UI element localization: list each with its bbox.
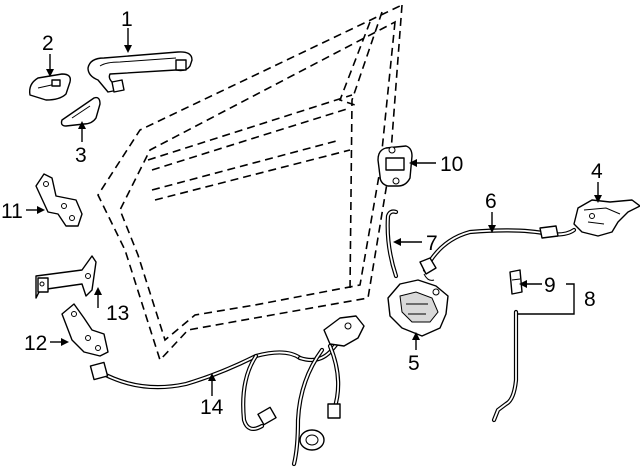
callout-9: 9 — [544, 274, 556, 297]
cable — [419, 225, 577, 281]
arrow-9 — [519, 280, 527, 288]
arrow-14 — [208, 373, 216, 381]
check-link — [35, 255, 97, 299]
arrow-7 — [393, 238, 401, 246]
handle-cap — [28, 73, 72, 101]
callout-7: 7 — [426, 232, 438, 255]
callout-4: 4 — [591, 160, 603, 183]
arrow-5 — [412, 332, 420, 340]
wiring-harness — [89, 315, 365, 467]
door-outline — [97, 3, 403, 362]
lock-actuator — [573, 199, 640, 237]
arrow-4 — [594, 195, 602, 203]
callout-5: 5 — [408, 352, 420, 375]
leader-lines — [26, 28, 602, 396]
callout-11: 11 — [1, 200, 23, 223]
arrow-3 — [78, 121, 86, 129]
outside-handle — [87, 51, 193, 93]
callout-6: 6 — [485, 190, 497, 213]
arrow-10 — [409, 159, 417, 167]
lock-rod — [491, 309, 519, 423]
arrow-2 — [46, 69, 54, 77]
callout-12: 12 — [24, 332, 47, 355]
latch-assembly — [387, 279, 449, 337]
arrow-6 — [488, 225, 496, 233]
upper-hinge — [35, 173, 83, 227]
callout-3: 3 — [75, 144, 87, 167]
callout-2: 2 — [42, 32, 54, 55]
arrow-11 — [37, 206, 45, 214]
callout-13: 13 — [106, 302, 129, 325]
callout-8: 8 — [584, 288, 596, 311]
striker — [377, 145, 413, 187]
handle-insert — [60, 96, 101, 127]
arrow-1 — [124, 45, 132, 53]
arrow-12 — [61, 338, 69, 346]
callout-10: 10 — [440, 153, 463, 176]
arrow-13 — [94, 287, 102, 295]
rod-clip — [509, 269, 523, 295]
lower-hinge — [61, 303, 109, 357]
callout-14: 14 — [200, 396, 224, 419]
callout-labels: 1 2 3 4 5 6 7 8 9 10 11 12 13 14 — [1, 8, 603, 419]
leader-8 — [518, 283, 575, 315]
callout-1: 1 — [121, 8, 133, 31]
rod — [385, 209, 399, 279]
